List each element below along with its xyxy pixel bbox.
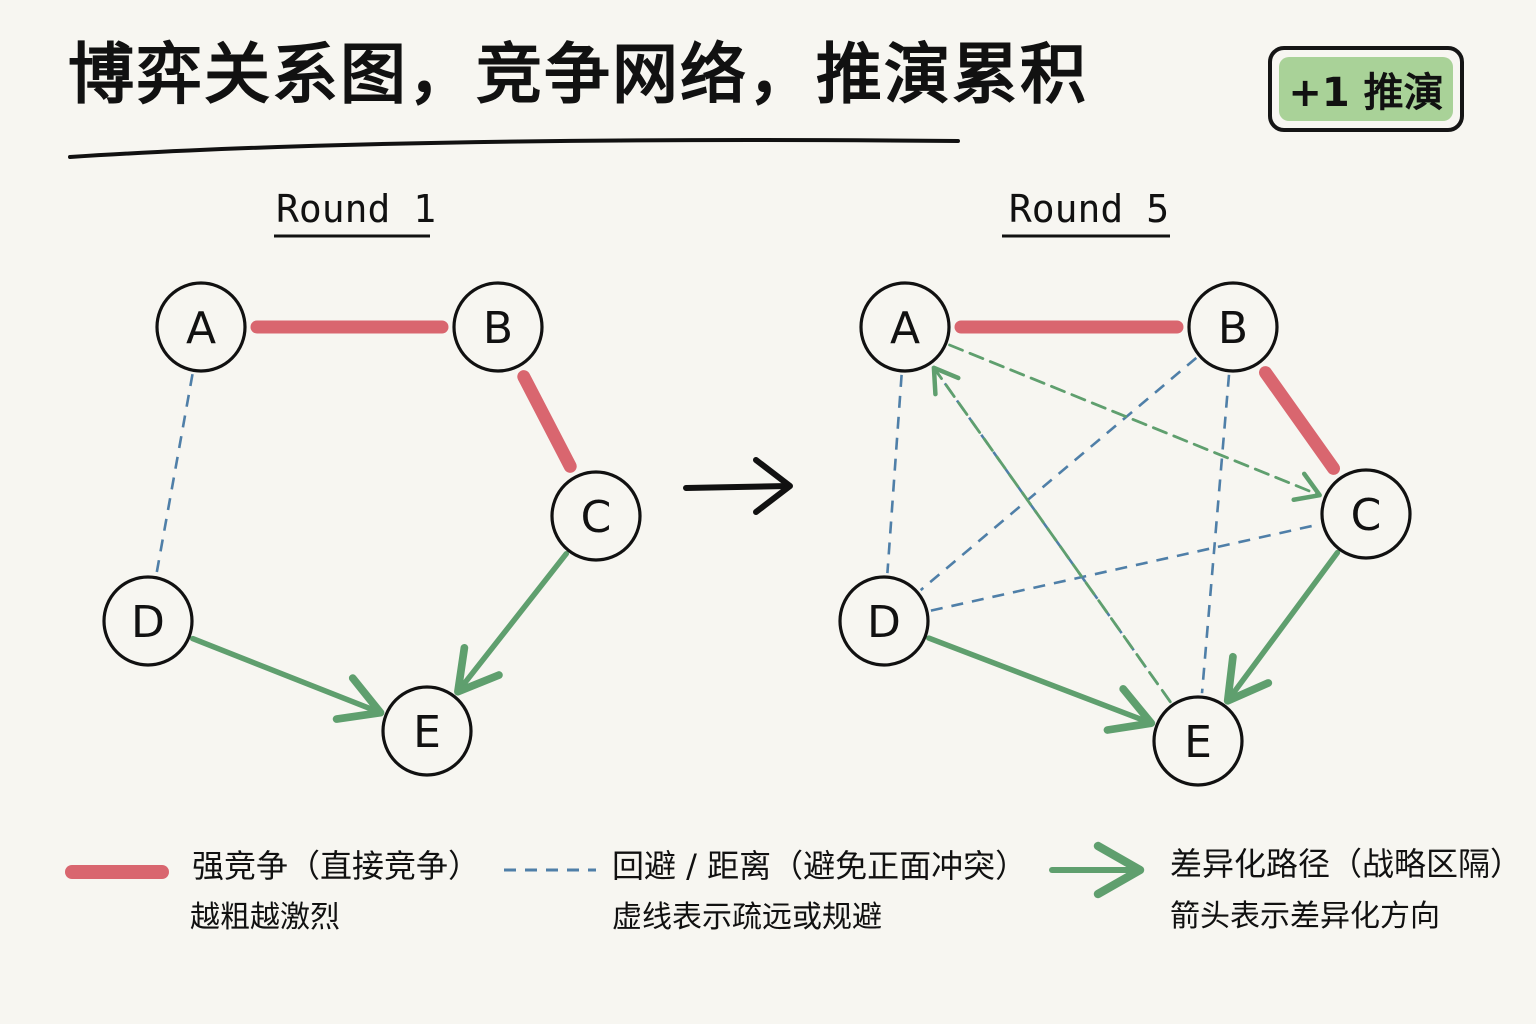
node-r2-a[interactable]: A	[859, 281, 951, 373]
edge-diff-r2-d-e	[926, 635, 1156, 734]
node-circle	[838, 575, 930, 667]
node-r1-c[interactable]: C	[550, 470, 642, 562]
edge-diff-r2-e-a	[931, 365, 1172, 704]
transition-arrow-icon	[683, 457, 793, 515]
edge-strong-r2-b-c	[1259, 366, 1340, 475]
edge-avoid-r2-a-d	[886, 374, 903, 574]
node-label: C	[1351, 490, 1382, 541]
node-label: C	[581, 492, 612, 543]
node-r1-d[interactable]: D	[102, 575, 194, 667]
page-title: 博弈关系图，竞争网络，推演累积	[68, 36, 1088, 113]
edge-diff-r2-a-c	[948, 343, 1322, 502]
node-circle	[102, 575, 194, 667]
edge-diff-r1-c-e	[454, 550, 570, 696]
legend-avoid-sub: 虚线表示疏远或规避	[612, 900, 882, 935]
round-1-label: Round 1	[276, 187, 437, 231]
edge-diff-r1-d-e	[189, 635, 385, 723]
legend-diff-sub: 箭头表示差异化方向	[1170, 899, 1440, 934]
node-label: D	[131, 597, 165, 648]
badge-highlight	[1279, 57, 1453, 121]
node-label: D	[867, 597, 901, 648]
increment-round-button[interactable]: +1 推演	[1268, 46, 1464, 132]
node-circle	[1320, 468, 1412, 560]
edge-avoid-r1-a-d	[155, 373, 194, 575]
node-circle	[452, 281, 544, 373]
edge-avoid-r2-b-d	[919, 356, 1198, 592]
edge-diff-r2-c-e	[1223, 549, 1341, 705]
node-circle	[1152, 695, 1244, 787]
legend-avoid-label: 回避 / 距离（避免正面冲突）	[612, 847, 1028, 885]
node-label: A	[890, 303, 920, 354]
edge-strong-r1-b-c	[517, 370, 577, 473]
edge-avoid-r2-b-e	[1200, 374, 1231, 694]
legend-strong-sub: 越粗越激烈	[190, 900, 340, 935]
node-circle	[155, 281, 247, 373]
node-label: A	[186, 303, 216, 354]
node-r1-b[interactable]: B	[452, 281, 544, 373]
node-r2-e[interactable]: E	[1152, 695, 1244, 787]
node-label: E	[413, 707, 441, 758]
node-circle	[1187, 281, 1279, 373]
node-r1-a[interactable]: A	[155, 281, 247, 373]
node-label: B	[1218, 303, 1248, 354]
node-label: E	[1184, 717, 1212, 768]
node-circle	[859, 281, 951, 373]
badge-label: +1 推演	[1288, 70, 1444, 116]
node-r1-e[interactable]: E	[381, 685, 473, 777]
node-r2-c[interactable]: C	[1320, 468, 1412, 560]
legend-diff-label: 差异化路径（战略区隔）	[1170, 845, 1523, 883]
node-circle	[381, 685, 473, 777]
legend-strong-label: 强竞争（直接竞争）	[192, 847, 481, 885]
node-r2-b[interactable]: B	[1187, 281, 1279, 373]
node-label: B	[483, 303, 513, 354]
round-5-label: Round 5	[1008, 187, 1170, 231]
edge-avoid-r2-d-c	[930, 523, 1320, 612]
node-r2-d[interactable]: D	[838, 575, 930, 667]
node-circle	[550, 470, 642, 562]
title-underline	[68, 138, 960, 159]
